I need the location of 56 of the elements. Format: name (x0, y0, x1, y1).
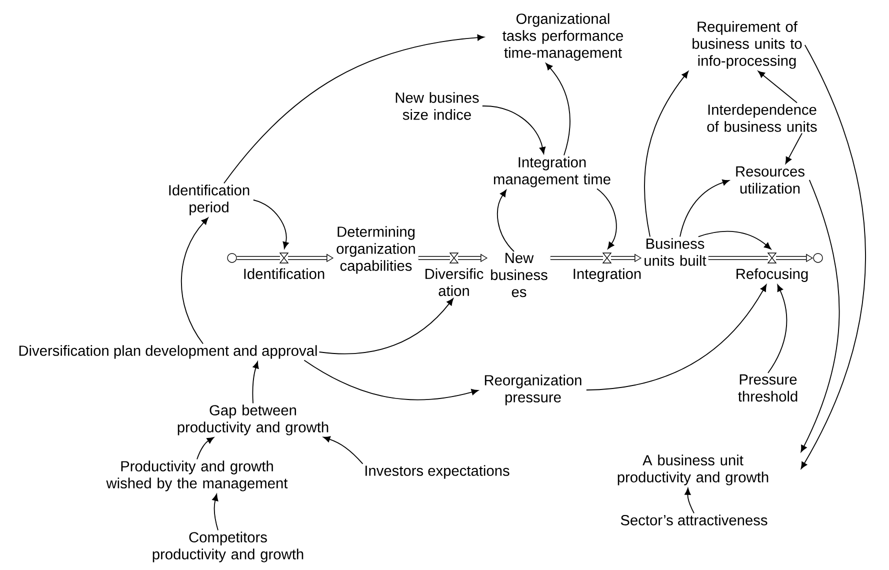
variable-text: Interdependence of business units (707, 104, 817, 132)
arrow (680, 179, 730, 238)
node-label: Refocusing (736, 268, 808, 282)
arrow (546, 63, 570, 156)
variable-text: A business unit productivity and growth (618, 454, 768, 486)
variable-text: Pressure threshold (738, 374, 798, 402)
node-label: Diversific ation (426, 268, 484, 296)
flow-pipe (236, 256, 280, 260)
arrow (644, 71, 688, 238)
variable-text: Diversification plan development and approval (19, 345, 317, 359)
arrow (758, 70, 798, 104)
node-label: Identification (244, 268, 324, 280)
flow-valve: Refocusing (736, 252, 808, 282)
arrow (304, 360, 478, 400)
variable-text: Competitors productivity and growth (152, 532, 304, 562)
arrow (768, 284, 788, 374)
flow-valve: Identification (244, 252, 324, 280)
arrow (180, 218, 208, 344)
variable-text: Requirement of business units to info-processing (692, 21, 802, 69)
arrow (252, 200, 289, 249)
arrow (800, 180, 840, 452)
variable-text: Investors expectations (366, 465, 510, 479)
variable-text: Productivity and growth wished by the management (106, 460, 288, 492)
arrow (698, 230, 772, 250)
variable-text: Determining organization capabilities (336, 226, 415, 274)
flow-valve: Integration (574, 252, 641, 282)
arrow (482, 106, 546, 154)
variable-text: Reorganization pressure (484, 374, 582, 406)
variable-text: Business units built (644, 238, 706, 266)
arrow (684, 488, 694, 514)
variable-text: Organizational tasks performance time-management (502, 13, 623, 61)
arrow (196, 437, 214, 460)
arrow (252, 361, 259, 404)
flow-pipe (418, 256, 450, 260)
variable-text: Identification period (169, 184, 250, 216)
node-label: Integration (574, 268, 641, 282)
variable-text: Sector’s attractiveness (620, 514, 768, 526)
cloud-symbol (227, 253, 237, 263)
cloud-symbol (813, 253, 823, 263)
flow-pipe (550, 256, 603, 260)
variable-text: Resources utilization (736, 166, 804, 194)
variable-text: New busines size indice (396, 92, 479, 120)
arrow (497, 190, 514, 252)
variable-text: Gap between productivity and growth (178, 404, 328, 436)
arrow (212, 494, 218, 531)
arrow (586, 284, 767, 390)
arrow (318, 298, 454, 354)
arrow (596, 188, 617, 250)
arrow (323, 436, 364, 464)
arrow (224, 34, 484, 184)
variable-text: Integration management time (494, 156, 610, 188)
arrow (800, 44, 866, 469)
flow-valve: Diversific ation (426, 252, 484, 296)
arrow (785, 132, 802, 164)
variable-text: New business es (491, 252, 548, 298)
flow-pipe (708, 256, 768, 260)
